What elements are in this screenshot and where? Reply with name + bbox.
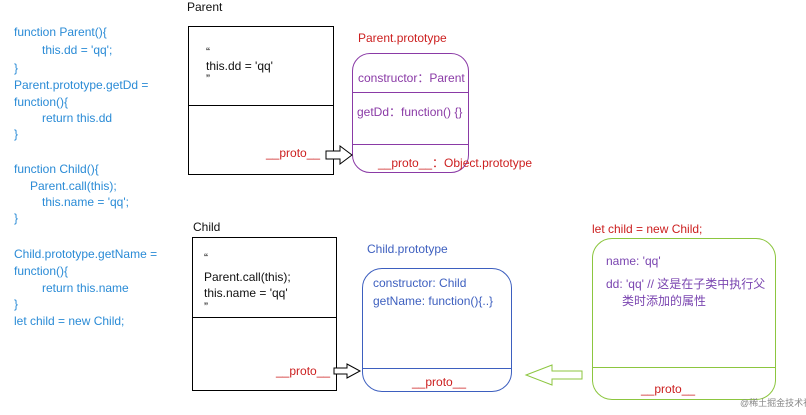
- instance-name: name: 'qq': [606, 254, 661, 268]
- parent-close-quote: ”: [206, 72, 210, 86]
- child-label: Child: [193, 220, 221, 234]
- child-prototype-proto: __proto__: [412, 375, 467, 389]
- child-body-line1: Parent.call(this);: [204, 270, 291, 284]
- arrow-instance-to-child-prototype: [524, 364, 583, 386]
- instance-proto: __proto__: [641, 382, 696, 396]
- parent-prototype-proto: __proto__：Object.prototype: [378, 156, 533, 170]
- code-line: }: [14, 127, 19, 141]
- watermark: @稀土掘金技术社区: [740, 398, 806, 408]
- code-line: let child = new Child;: [14, 314, 125, 328]
- instance-label: let child = new Child;: [592, 222, 703, 236]
- child-body-line2: this.name = 'qq': [204, 286, 288, 300]
- code-line: return this.dd: [42, 111, 113, 125]
- code-line: function Child(){: [14, 162, 99, 176]
- instance-dd-line1: dd: 'qq' // 这是在子类中执行父: [606, 277, 766, 291]
- parent-proto-label: __proto__: [266, 146, 321, 160]
- code-line: Parent.prototype.getDd =: [14, 78, 149, 92]
- parent-open-quote: “: [206, 45, 210, 59]
- child-close-quote: ”: [204, 300, 208, 314]
- parent-prototype-getdd: getDd：function() {}: [357, 105, 463, 119]
- arrow-parent-to-parent-prototype: [325, 145, 353, 165]
- child-prototype-label: Child.prototype: [367, 242, 448, 256]
- code-line: this.name = 'qq';: [42, 195, 129, 209]
- instance-box: [592, 238, 776, 400]
- parent-prototype-constructor: constructor：Parent: [358, 71, 465, 85]
- code-line: Child.prototype.getName =: [14, 247, 158, 261]
- child-prototype-getname: getName: function(){..}: [373, 294, 494, 308]
- parent-box: [188, 26, 334, 175]
- code-line: function(){: [14, 264, 69, 278]
- child-prototype-constructor: constructor: Child: [373, 276, 467, 290]
- parent-prototype-box: [352, 53, 469, 173]
- child-prototype-box: [362, 268, 512, 392]
- parent-body: this.dd = 'qq': [206, 59, 273, 73]
- child-open-quote: “: [204, 251, 208, 265]
- parent-prototype-label: Parent.prototype: [358, 31, 447, 45]
- child-box: [192, 237, 337, 391]
- code-line: }: [14, 211, 19, 225]
- code-line: }: [14, 297, 19, 311]
- code-line: function(){: [14, 95, 69, 109]
- code-line: Parent.call(this);: [30, 179, 117, 193]
- code-line: }: [14, 61, 19, 75]
- child-proto-label: __proto__: [276, 364, 331, 378]
- parent-label: Parent: [187, 0, 223, 14]
- code-line: this.dd = 'qq';: [42, 43, 113, 57]
- arrow-child-to-child-prototype: [333, 363, 362, 379]
- code-line: function Parent(){: [14, 25, 107, 39]
- instance-dd-line2: 类时添加的属性: [622, 294, 707, 308]
- code-line: return this.name: [42, 281, 129, 295]
